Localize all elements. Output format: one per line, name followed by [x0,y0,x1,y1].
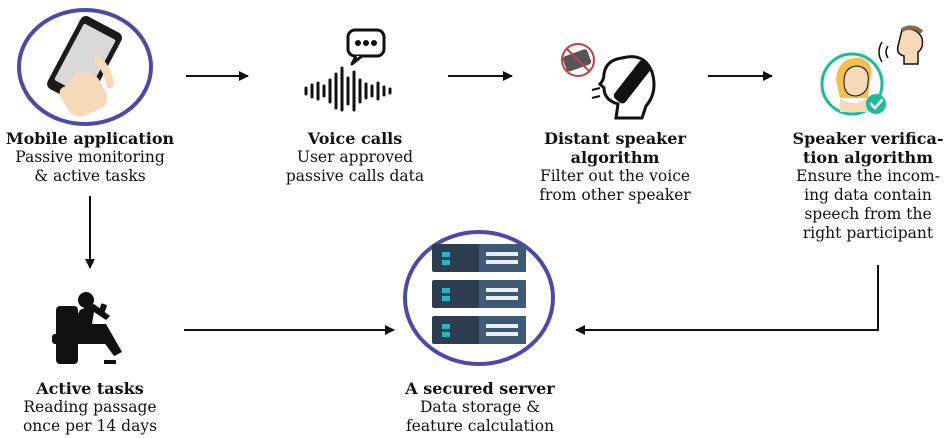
node-description: Ensure the incom- ing data contain speec… [796,167,940,242]
person-reading-phone-icon [52,292,122,364]
node-title: A secured server [405,379,555,398]
voice-waveform-chat-icon [304,28,392,112]
speaker-verification-node: Speaker verifica- tion algorithm Ensure … [788,129,948,243]
node-description: User approved passive calls data [285,148,425,185]
arrow-verify-to-server [575,265,879,335]
node-description: Data storage & feature calculation [405,398,555,435]
node-description: Filter out the voice from other speaker [539,167,691,204]
node-title: Voice calls [307,129,403,148]
phone-call-filter-icon [561,43,656,120]
node-title: Mobile application [5,129,175,148]
active-tasks-node: Active tasks Reading passage once per 14… [0,379,180,436]
mobile-application-node: Mobile application Passive monitoring & … [0,129,180,186]
voice-calls-node: Voice calls User approved passive calls … [265,129,445,186]
speaker-verification-icon [820,25,924,116]
server-rack-icon [403,230,555,366]
node-title: Active tasks [36,379,144,398]
node-title: Distant speaker algorithm [544,129,686,167]
smartphone-hand-icon [17,8,153,126]
node-description: Reading passage once per 14 days [22,398,158,435]
node-title: Speaker verifica- tion algorithm [792,129,944,167]
distant-speaker-node: Distant speaker algorithm Filter out the… [520,129,710,205]
secured-server-node: A secured server Data storage & feature … [380,379,580,436]
node-description: Passive monitoring & active tasks [15,148,165,185]
